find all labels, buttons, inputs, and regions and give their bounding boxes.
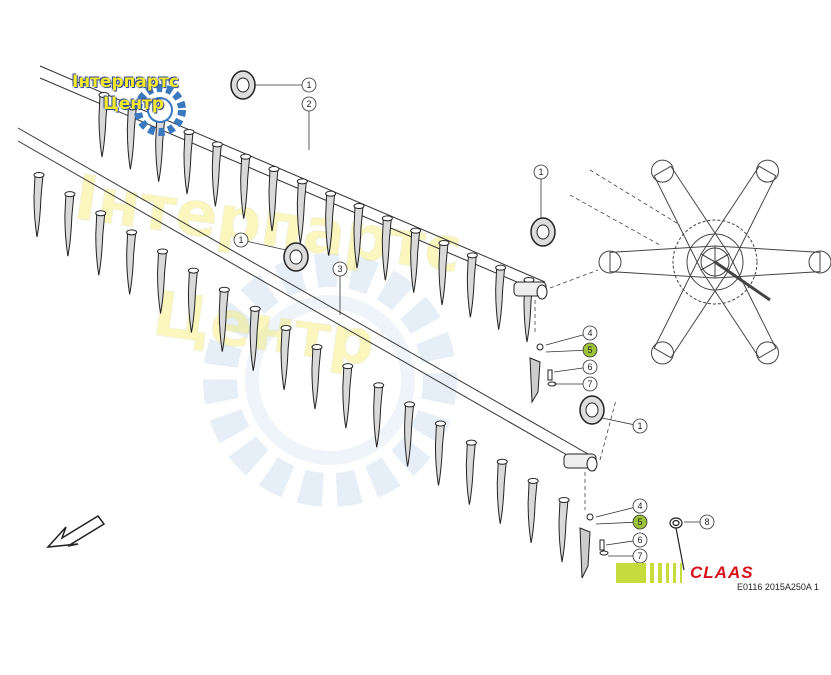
tine <box>157 248 169 314</box>
tine <box>126 104 138 170</box>
callout-label: 8 <box>704 517 709 527</box>
color-bar <box>616 563 682 583</box>
tine <box>527 477 539 543</box>
spider-arm-end <box>598 250 622 274</box>
watermark-gear-icon <box>203 253 457 507</box>
tine <box>218 286 230 352</box>
tine <box>438 240 450 306</box>
callout-7: 7 <box>554 376 598 392</box>
tine <box>280 324 292 391</box>
callouts: 1 2 1 1 3 4 5 6 7 1 4 5 6 7 8 <box>233 77 715 564</box>
tine <box>558 497 570 563</box>
tine <box>240 153 252 219</box>
tine <box>373 382 385 448</box>
callout-6: 6 <box>553 359 598 375</box>
callout-8: 8 <box>684 514 715 530</box>
callout-label: 4 <box>587 328 592 338</box>
spider-arm-end <box>756 159 779 183</box>
callout-1: 1 <box>254 77 317 93</box>
callout-1: 1 <box>233 232 287 251</box>
spring-part8 <box>669 517 685 571</box>
tine <box>325 190 337 256</box>
tine <box>311 344 323 410</box>
parts-cluster-lower <box>579 513 609 579</box>
tine <box>496 458 508 524</box>
tine <box>404 401 416 467</box>
callout-label: 7 <box>637 551 642 561</box>
shaft-upper <box>39 65 546 295</box>
callout-3: 3 <box>332 261 348 315</box>
bearing-part1-mid-upper <box>530 217 556 247</box>
tine <box>33 172 45 238</box>
dashed-guides <box>534 169 681 510</box>
tine <box>95 210 107 276</box>
bearing-part1-low <box>579 395 605 425</box>
tine <box>466 252 478 318</box>
callout-label: 1 <box>238 235 243 245</box>
tine <box>249 305 261 371</box>
bearing-part1-top <box>230 70 256 100</box>
tine <box>183 129 195 195</box>
tine <box>495 264 507 330</box>
spider-arm-end <box>808 250 831 274</box>
callout-6: 6 <box>605 532 648 548</box>
spider-arm <box>609 245 716 279</box>
callout-4: 4 <box>545 325 598 346</box>
tines-lower-row <box>33 172 570 563</box>
callout-4: 4 <box>595 498 648 518</box>
end-bracket-lower <box>563 453 598 472</box>
parts-cluster-upper <box>529 343 557 404</box>
reel-spider <box>598 159 831 365</box>
logo-line2: Центр <box>103 94 165 114</box>
tine <box>410 227 422 293</box>
bearing-part1-mid-lower <box>283 242 309 272</box>
spider-arm-end <box>756 341 779 365</box>
tines-upper-row <box>98 92 535 343</box>
callout-label: 7 <box>587 379 592 389</box>
tine <box>434 420 446 486</box>
spider-arm <box>700 253 777 359</box>
spider-arm-end <box>651 159 674 183</box>
callout-5: 5 <box>595 514 648 530</box>
tine <box>64 191 76 257</box>
callout-1: 1 <box>601 417 648 434</box>
callout-label: 1 <box>306 80 311 90</box>
callout-5: 5 <box>545 342 598 358</box>
tine <box>211 141 223 207</box>
end-bracket-upper <box>513 281 548 300</box>
callout-label: 1 <box>637 421 642 431</box>
logo-gear-icon <box>134 84 186 136</box>
tine <box>465 439 477 505</box>
tine <box>126 229 138 295</box>
callout-label: 1 <box>538 167 543 177</box>
brand-logo: CLAAS <box>690 563 754 582</box>
callout-7: 7 <box>608 548 648 564</box>
callout-2: 2 <box>301 96 317 150</box>
callout-label: 5 <box>637 517 642 527</box>
tine <box>187 267 199 333</box>
callout-label: 3 <box>337 264 342 274</box>
shaft-lower <box>17 127 596 472</box>
spider-arm-end <box>651 341 674 365</box>
tine <box>268 166 280 232</box>
callout-label: 2 <box>306 99 311 109</box>
tine <box>381 215 393 281</box>
callout-label: 6 <box>637 535 642 545</box>
direction-arrow-icon <box>46 515 106 548</box>
callout-1: 1 <box>533 164 549 218</box>
document-id: E0116 2015A250A 1 <box>737 582 819 592</box>
callout-label: 4 <box>637 501 642 511</box>
tine <box>342 363 354 429</box>
tine <box>353 203 365 269</box>
callout-label: 6 <box>587 362 592 372</box>
callout-label: 5 <box>587 345 592 355</box>
logo-line1: Інтерпартс <box>72 72 179 92</box>
tine <box>98 92 110 158</box>
